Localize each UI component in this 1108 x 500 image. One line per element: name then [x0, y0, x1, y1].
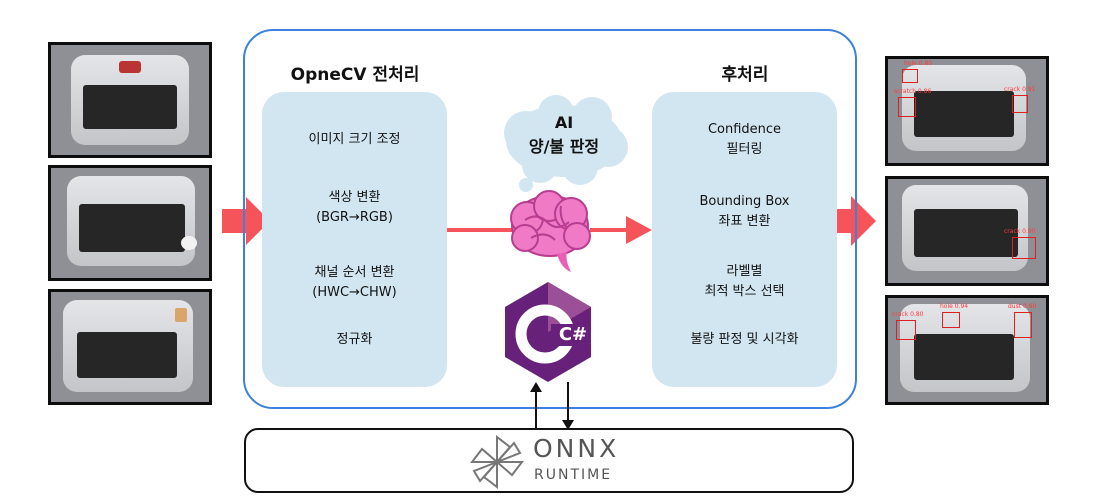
postprocessing-panel: Confidence 필터링 Bounding Box 좌표 변환 라벨별 최적…: [652, 92, 837, 387]
flow-arrow-right-icon: [590, 216, 652, 244]
detection-label: dust 0.90: [1008, 303, 1037, 310]
detection-label: hole 0.94: [940, 303, 969, 310]
detection-box: [902, 69, 918, 83]
csharp-label: C#: [559, 324, 587, 345]
ai-label: AI 양/불 판정: [496, 111, 632, 159]
step-label: 색상 변환: [328, 190, 381, 205]
pipeline-frame: [243, 29, 857, 409]
step-channel-reorder: 채널 순서 변환 (HWC→CHW): [262, 263, 447, 303]
part-opening: [914, 334, 1014, 380]
step-bbox-transform: Bounding Box 좌표 변환: [652, 192, 837, 232]
csharp-logo-icon: C#: [505, 282, 591, 382]
detection-box: [898, 97, 916, 117]
brain-icon: [510, 190, 591, 272]
input-image-3: [48, 289, 212, 405]
input-image-1: [48, 42, 212, 158]
step-label: 라벨별: [726, 264, 763, 279]
part-opening: [83, 85, 177, 129]
step-label: Bounding Box: [699, 194, 790, 209]
step-label: 불량 판정 및 시각화: [690, 332, 799, 347]
step-detail: 최적 박스 선택: [704, 284, 785, 299]
bidirectional-arrows-icon: [530, 382, 574, 430]
detection-label: hole 0.80: [904, 60, 933, 67]
postprocessing-title: 후처리: [721, 65, 769, 85]
detection-label: scratch 0.86: [894, 88, 932, 95]
step-defect-visualize: 불량 판정 및 시각화: [652, 330, 837, 350]
step-label: 채널 순서 변환: [314, 265, 395, 280]
ai-subtitle: 양/불 판정: [528, 137, 600, 156]
step-color-convert: 색상 변환 (BGR→RGB): [262, 188, 447, 228]
step-resize: 이미지 크기 조정: [262, 130, 447, 150]
detection-box: [942, 312, 960, 328]
result-image-1: hole 0.80 scratch 0.86 crack 0.91: [885, 56, 1049, 166]
part-opening: [77, 332, 177, 378]
ai-title: AI: [554, 113, 574, 132]
onnx-pinwheel-icon: [470, 435, 524, 489]
detection-label: crack 0.80: [892, 311, 924, 318]
onnx-wordmark: ONNX: [533, 434, 620, 463]
step-label: 이미지 크기 조정: [308, 132, 401, 147]
step-detail: (BGR→RGB): [316, 210, 393, 225]
step-best-box: 라벨별 최적 박스 선택: [652, 262, 837, 302]
preprocessing-panel: 이미지 크기 조정 색상 변환 (BGR→RGB) 채널 순서 변환 (HWC→…: [262, 92, 447, 387]
result-image-2: crack 0.90: [885, 176, 1049, 286]
detection-box: [1014, 312, 1032, 338]
step-detail: 필터링: [726, 142, 763, 157]
step-confidence-filter: Confidence 필터링: [652, 120, 837, 160]
step-label: Confidence: [707, 122, 782, 137]
hazard-button: [119, 61, 141, 73]
part-opening: [914, 209, 1018, 257]
detection-label: crack 0.90: [1004, 228, 1036, 235]
detection-box: [1012, 237, 1036, 259]
part-opening: [79, 204, 185, 252]
crack-defect: [181, 236, 197, 250]
ai-thought-bubble: AI 양/불 판정: [496, 95, 632, 195]
detection-box: [896, 320, 916, 340]
step-label: 정규화: [336, 332, 373, 347]
flow-line-left: [446, 228, 516, 232]
input-arrow-icon: [222, 197, 270, 245]
detection-box: [1012, 95, 1028, 113]
step-normalize: 정규화: [262, 330, 447, 350]
dust-defect: [175, 308, 187, 322]
onnx-runtime-bar: ONNX RUNTIME: [244, 428, 854, 493]
input-image-2: [48, 165, 212, 281]
step-detail: 좌표 변환: [718, 214, 771, 229]
onnx-runtime-label: RUNTIME: [534, 467, 613, 483]
part-opening: [914, 91, 1014, 137]
result-image-3: crack 0.80 hole 0.94 dust 0.90: [885, 295, 1049, 405]
step-detail: (HWC→CHW): [312, 285, 397, 300]
output-arrow-icon: [826, 196, 876, 246]
cloud-icon: [504, 95, 628, 192]
detection-label: crack 0.91: [1004, 86, 1036, 93]
preprocessing-title: OpneCV 전처리: [290, 65, 420, 85]
